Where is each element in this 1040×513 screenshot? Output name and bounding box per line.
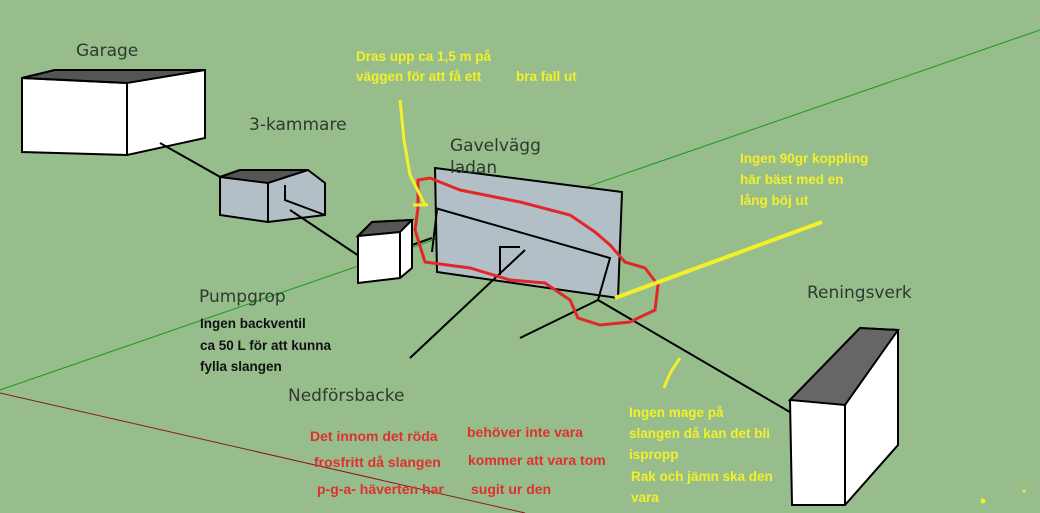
note-ingen90-3: lång böj ut [740, 193, 809, 208]
note-mage-1: Ingen mage på [629, 405, 724, 420]
pipe-kammare-pump [289, 209, 363, 259]
arrow-wall-note [398, 99, 427, 206]
label-nedforsbacke: Nedförsbacke [288, 386, 404, 406]
note-backventil-3: fylla slangen [200, 359, 282, 374]
dot-mark [1022, 489, 1026, 493]
note-red-2c: sugit ur den [471, 481, 551, 497]
note-dras-1: Dras upp ca 1,5 m på [356, 49, 492, 64]
dot-mark [980, 498, 986, 504]
note-red-1a: Det innom det röda [310, 428, 438, 444]
note-dras-2: väggen för att få ett [356, 69, 482, 84]
label-garage: Garage [76, 41, 138, 61]
squiggle-mark [662, 357, 682, 389]
note-backventil-1: Ingen backventil [200, 316, 306, 331]
note-mage-2: slangen då kan det bli [629, 426, 770, 441]
label-reningsverk: Reningsverk [807, 283, 912, 303]
garage-box [21, 69, 206, 157]
kammare-box [219, 169, 326, 224]
label-kammare: 3-kammare [249, 115, 347, 135]
note-red-2b: kommer att vara tom [468, 452, 606, 468]
pipe-garage-kammare [159, 142, 223, 179]
note-ingen90-2: här bäst med en [740, 172, 844, 187]
note-red-2a: behöver inte vara [467, 424, 583, 440]
label-pumpgrop: Pumpgrop [199, 287, 286, 307]
label-gavel-2: ladan [450, 158, 497, 178]
reningsverk-box [787, 326, 900, 506]
pipe-pump-wall [411, 237, 433, 246]
red-axis [0, 392, 526, 513]
note-ingen90-1: Ingen 90gr koppling [740, 151, 868, 166]
note-mage-4: Rak och jämn ska den [631, 469, 773, 484]
bend-indicator-line [614, 220, 823, 300]
frost-free-zone-outline [413, 176, 660, 327]
gavelvagg-wall [409, 166, 796, 416]
note-backventil-2: ca 50 L för att kunna [200, 338, 332, 353]
label-gavel-1: Gavelvägg [450, 136, 541, 156]
note-dras-3: bra fall ut [516, 69, 577, 84]
note-red-1b: frosfritt då slangen [314, 454, 441, 470]
note-mage-3: ispropp [629, 447, 679, 462]
note-red-1c: p-g-a- häverten har [317, 481, 444, 497]
pumpgrop-box [355, 218, 415, 285]
note-mage-5: vara [631, 490, 659, 505]
